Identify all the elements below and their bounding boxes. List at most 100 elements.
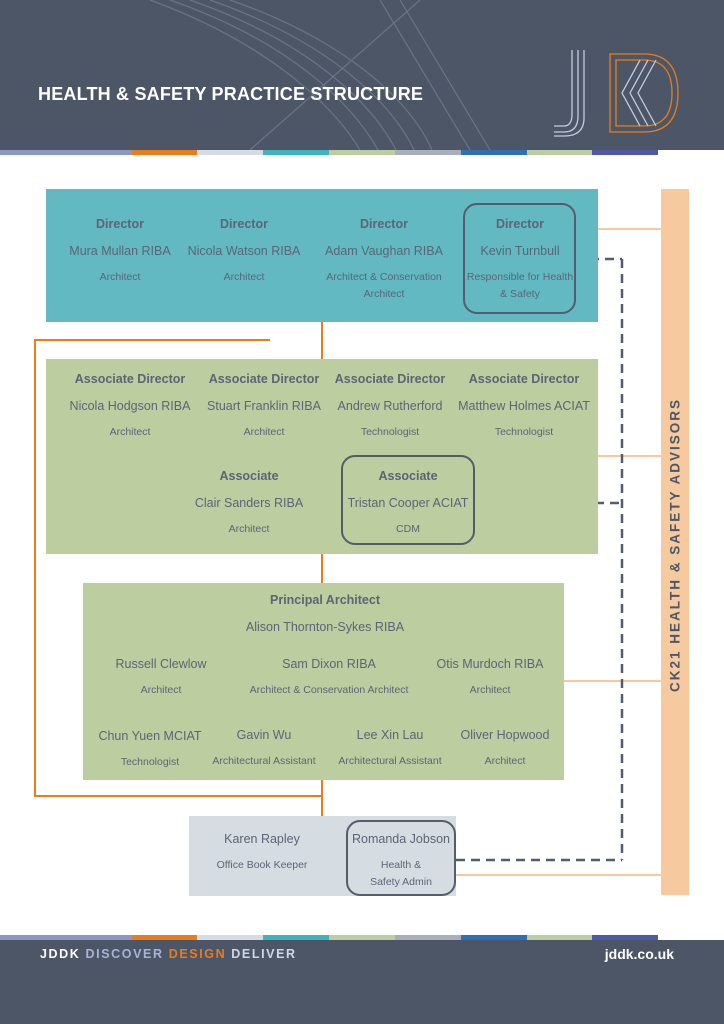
person-name: Romanda Jobson <box>352 832 450 846</box>
director-kevin-turnbull: Director Kevin Turnbull Responsible for … <box>466 216 574 303</box>
stripe-segment <box>329 935 395 940</box>
person-name: Russell Clewlow <box>115 657 207 671</box>
technologist-chun-yuen: Chun Yuen MCIAT Technologist <box>92 728 208 771</box>
person-role: Associate Director <box>208 372 320 386</box>
person-role: Associate <box>378 469 438 483</box>
person-name: Lee Xin Lau <box>356 728 424 742</box>
stripe-segment <box>592 150 659 155</box>
stripe-segment <box>263 150 330 155</box>
person-name: Mura Mullan RIBA <box>69 244 171 258</box>
directors-panel <box>46 189 598 322</box>
director-nicola-watson: Director Nicola Watson RIBA Architect <box>184 216 304 286</box>
person-name: Gavin Wu <box>236 728 292 742</box>
stripe-segment <box>263 935 330 940</box>
associate-clair-sanders: Associate Clair Sanders RIBA Architect <box>183 468 315 538</box>
health-safety-director-highlight <box>463 203 576 314</box>
person-job: Architect & Conservation Architect <box>326 271 442 300</box>
stripe-segment <box>131 150 198 155</box>
person-name: Adam Vaughan RIBA <box>325 244 443 258</box>
person-job: Responsible for Health & Safety <box>466 271 574 300</box>
person-job: Technologist <box>494 426 554 438</box>
footer-website-link[interactable]: jddk.co.uk <box>604 946 674 962</box>
tagline-jddk: JDDK <box>40 947 81 961</box>
architect-otis-murdoch: Otis Murdoch RIBA Architect <box>430 656 550 699</box>
person-job: Architect <box>228 523 270 535</box>
director-mura-mullan: Director Mura Mullan RIBA Architect <box>60 216 180 286</box>
person-job: Office Book Keeper <box>216 859 308 871</box>
stripe-segment <box>460 150 527 155</box>
person-name: Andrew Rutherford <box>337 399 443 413</box>
stripe-segment <box>460 935 527 940</box>
person-job: Architect <box>243 426 285 438</box>
person-role: Director <box>496 217 544 231</box>
person-job: Architect & Conservation Architect <box>249 684 409 696</box>
stripe-segment <box>592 935 659 940</box>
person-role: Associate Director <box>468 372 580 386</box>
person-name: Clair Sanders RIBA <box>194 496 304 510</box>
footer-bar <box>0 940 724 1024</box>
tagline-design: DESIGN <box>168 947 227 961</box>
footer-tagline: JDDK DISCOVER DESIGN DELIVER <box>40 947 297 961</box>
person-name: Kevin Turnbull <box>480 244 560 258</box>
person-job: Architect <box>109 426 151 438</box>
stripe-segment <box>526 150 593 155</box>
person-job: Architect <box>469 684 511 696</box>
tagline-discover: DISCOVER <box>85 947 164 961</box>
architect-sam-dixon: Sam Dixon RIBA Architect & Conservation … <box>240 656 418 699</box>
person-job: Architect <box>484 755 526 767</box>
stripe-segment <box>0 150 66 155</box>
person-name: Alison Thornton-Sykes RIBA <box>245 620 405 634</box>
person-role: Principal Architect <box>270 593 380 607</box>
assistant-gavin-wu: Gavin Wu Architectural Assistant <box>205 727 323 770</box>
header-banner <box>0 0 724 150</box>
associate-director-andrew-rutherford: Associate Director Andrew Rutherford Tec… <box>323 371 457 441</box>
architects-panel <box>83 583 564 780</box>
color-stripe-bottom <box>0 935 724 940</box>
person-name: Chun Yuen MCIAT <box>98 729 202 743</box>
person-job: Architect <box>140 684 182 696</box>
stripe-segment <box>394 150 461 155</box>
office-karen-rapley: Karen Rapley Office Book Keeper <box>205 831 319 874</box>
advisors-label: CK21 HEALTH & SAFETY ADVISORS <box>667 397 683 693</box>
stripe-segment <box>394 935 461 940</box>
person-job: Health & Safety Admin <box>370 859 432 888</box>
associate-director-stuart-franklin: Associate Director Stuart Franklin RIBA … <box>197 371 331 441</box>
person-name: Stuart Franklin RIBA <box>207 399 321 413</box>
stripe-segment <box>131 935 198 940</box>
office-romanda-jobson: Romanda Jobson Health & Safety Admin <box>348 831 454 891</box>
person-job: CDM <box>396 523 420 535</box>
cdm-associate-highlight <box>341 455 475 545</box>
person-name: Karen Rapley <box>224 832 300 846</box>
director-adam-vaughan: Director Adam Vaughan RIBA Architect & C… <box>318 216 450 303</box>
stripe-segment <box>329 150 395 155</box>
person-job: Architectural Assistant <box>212 755 316 767</box>
person-role: Director <box>220 217 268 231</box>
person-job: Technologist <box>120 756 180 768</box>
color-stripe-top <box>0 150 724 155</box>
person-role: Associate Director <box>334 372 446 386</box>
tagline-deliver: DELIVER <box>231 947 297 961</box>
header-decoration <box>149 0 491 150</box>
principal-architect: Principal Architect Alison Thornton-Syke… <box>210 592 440 635</box>
person-role: Associate <box>219 469 279 483</box>
stripe-segment <box>65 150 132 155</box>
stripe-segment <box>658 150 724 155</box>
person-name: Oliver Hopwood <box>460 728 550 742</box>
hs-admin-highlight <box>346 820 456 896</box>
stripe-segment <box>526 935 593 940</box>
stripe-segment <box>197 150 264 155</box>
person-job: Architectural Assistant <box>338 755 442 767</box>
stripe-segment <box>658 935 724 940</box>
associate-director-nicola-hodgson: Associate Director Nicola Hodgson RIBA A… <box>60 371 200 441</box>
office-panel <box>189 816 456 896</box>
person-role: Director <box>360 217 408 231</box>
assistant-lee-xin-lau: Lee Xin Lau Architectural Assistant <box>332 727 448 770</box>
architect-oliver-hopwood: Oliver Hopwood Architect <box>450 727 560 770</box>
stripe-segment <box>197 935 264 940</box>
associate-tristan-cooper: Associate Tristan Cooper ACIAT CDM <box>343 468 473 538</box>
architect-russell-clewlow: Russell Clewlow Architect <box>100 656 222 699</box>
person-name: Tristan Cooper ACIAT <box>347 496 469 510</box>
person-name: Sam Dixon RIBA <box>282 657 376 671</box>
person-job: Architect <box>99 271 141 283</box>
